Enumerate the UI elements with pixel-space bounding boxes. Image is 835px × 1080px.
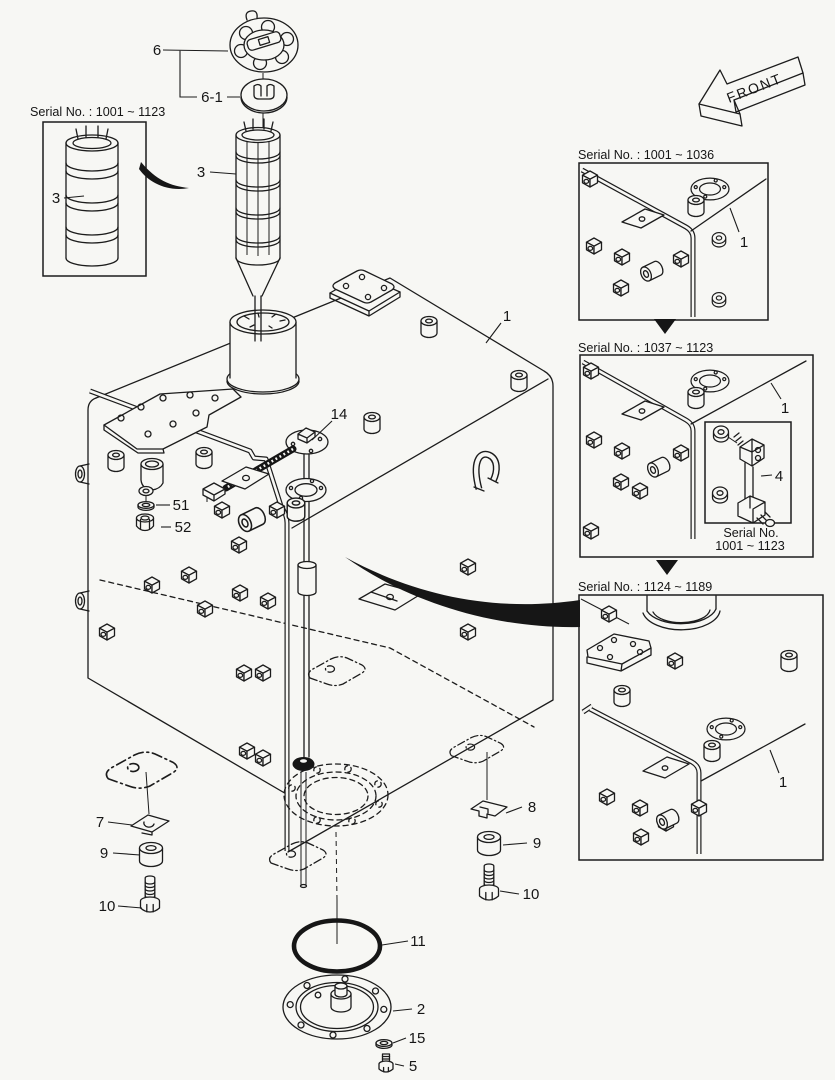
plug-52	[135, 513, 155, 532]
fuel-strainer	[235, 118, 281, 342]
replacement-arrow-icon	[345, 557, 580, 628]
callout-1-inset-b: 1	[781, 400, 789, 417]
top-boss	[363, 411, 381, 435]
callout-8: 8	[528, 799, 536, 816]
callout-5: 5	[409, 1058, 417, 1075]
washer-15	[375, 1038, 393, 1050]
callout-10-right: 10	[523, 886, 540, 903]
leader-lines	[63, 49, 782, 1067]
filler-neck	[226, 309, 300, 395]
callout-2: 2	[417, 1001, 425, 1018]
callout-14: 14	[331, 406, 348, 423]
serial-note-inset-b-inner-2: 1001 ~ 1123	[715, 539, 784, 553]
top-cover-plate	[329, 269, 401, 317]
callout-9-left: 9	[100, 845, 108, 862]
drain-cover	[282, 974, 392, 1040]
callout-15: 15	[409, 1030, 426, 1047]
down-arrow-icon	[656, 560, 678, 575]
inset-b-inner-box	[704, 421, 792, 528]
cap-ring	[240, 78, 288, 128]
callout-51: 51	[173, 497, 190, 514]
callout-6: 6	[153, 42, 161, 59]
top-boss	[107, 449, 125, 473]
callout-52: 52	[175, 519, 192, 536]
edge-boss	[74, 463, 90, 612]
inset-b	[579, 354, 814, 558]
drain-bolt-5	[378, 1053, 394, 1073]
inset-c	[578, 594, 824, 861]
callout-3: 3	[197, 164, 205, 181]
j-tube	[472, 450, 500, 492]
top-boss	[510, 369, 528, 393]
top-boss	[420, 315, 438, 339]
replacement-arrow-icon	[139, 162, 189, 189]
washer-51	[137, 500, 155, 512]
serial-note-inset-a: Serial No. : 1001 ~ 1036	[578, 148, 714, 162]
callout-10-left: 10	[99, 898, 116, 915]
fuel-sender-assembly	[202, 427, 329, 889]
callout-1-inset-a: 1	[740, 234, 748, 251]
serial-note-inset-b: Serial No. : 1037 ~ 1123	[578, 341, 713, 355]
centerline	[335, 831, 338, 901]
elbow-fitting	[138, 457, 164, 501]
inset-a	[578, 162, 769, 321]
filler-cap	[229, 10, 299, 79]
down-arrow-icon	[654, 319, 676, 334]
callout-3-early: 3	[52, 190, 60, 207]
side-boss	[235, 504, 269, 535]
right-foot-parts	[470, 752, 508, 901]
callout-9-right: 9	[533, 835, 541, 852]
callout-7: 7	[96, 814, 104, 831]
left-foot-parts	[130, 771, 170, 913]
serial-note-strainer: Serial No. : 1001 ~ 1123	[30, 105, 165, 119]
o-ring	[291, 918, 383, 974]
top-mounting-plate	[103, 388, 242, 454]
callout-1: 1	[503, 308, 511, 325]
serial-note-inset-b-inner-1: Serial No.	[723, 526, 778, 540]
callout-11: 11	[410, 933, 426, 950]
callout-1-inset-c: 1	[779, 774, 787, 791]
top-boss	[195, 446, 213, 470]
inset-strainer-early	[42, 121, 147, 277]
front-direction-arrow: FRONT	[698, 56, 806, 127]
drain-opening-hidden	[283, 763, 389, 827]
callout-4: 4	[775, 468, 783, 485]
serial-note-inset-c: Serial No. : 1124 ~ 1189	[578, 580, 712, 594]
callout-6-1: 6-1	[201, 89, 223, 106]
